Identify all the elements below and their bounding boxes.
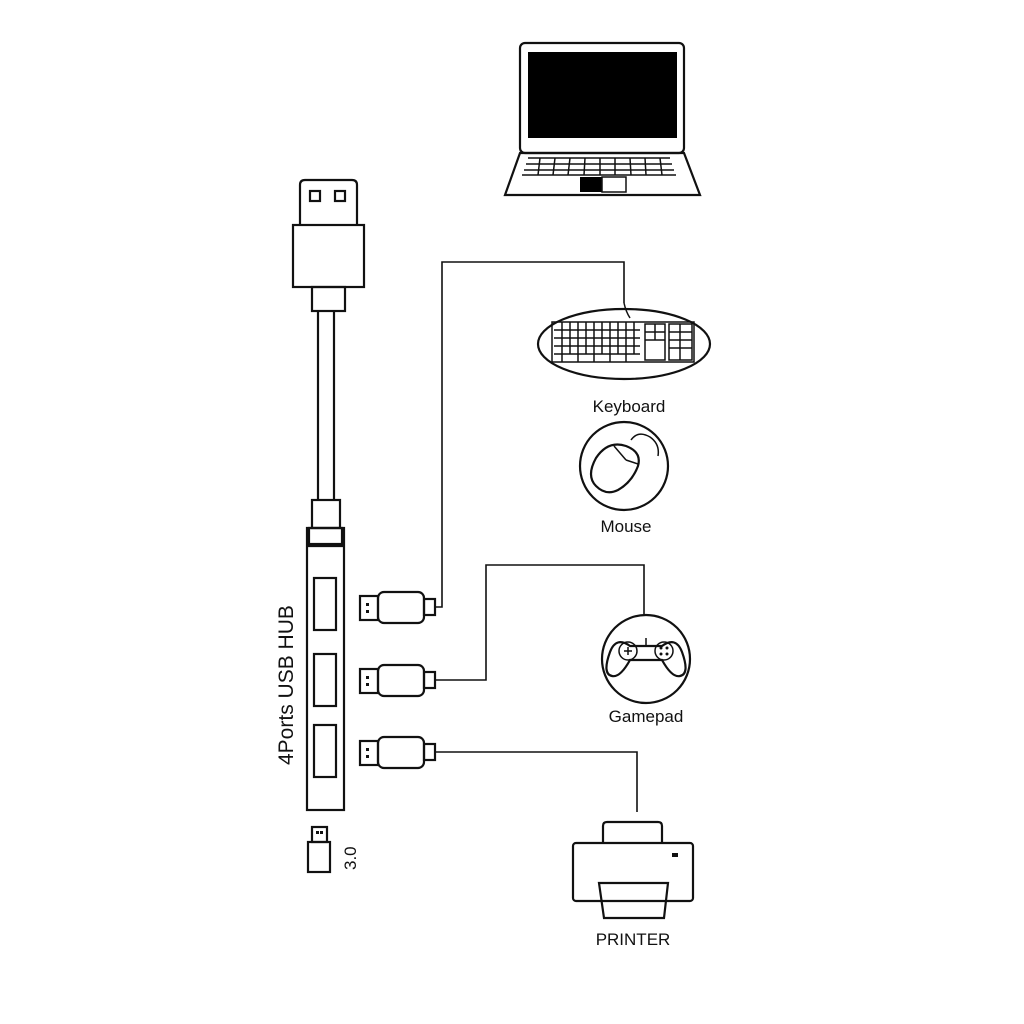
usb-plug-1 [358,590,437,625]
hub-label: 4Ports USB HUB [275,605,298,765]
printer-label: PRINTER [596,930,671,949]
hub-port-2 [312,652,338,708]
gamepad-label: Gamepad [609,707,684,726]
usb-a-plug-icon [291,178,366,546]
hub-port-3 [312,723,338,779]
usb-hub-body [305,526,346,812]
laptop-screen [528,52,677,138]
trackpad-right [601,176,627,193]
keyboard-icon [536,302,712,381]
laptop-keyboard [522,157,676,176]
wire-gamepad [435,564,645,681]
usb-version-label: 3.0 [341,846,360,870]
usb-plug-2 [358,663,437,698]
mouse-icon [578,420,670,512]
wire-keyboard [435,261,625,608]
gamepad-icon [600,613,692,705]
laptop-icon [503,41,702,197]
usb-plug-3 [358,735,437,770]
trackpad-left [580,177,602,192]
printer-icon [571,820,695,920]
wire-printer [435,751,638,812]
usb3-icon [306,825,332,874]
keyboard-label: Keyboard [593,397,666,416]
hub-port-1 [312,576,338,632]
mouse-label: Mouse [600,517,651,536]
